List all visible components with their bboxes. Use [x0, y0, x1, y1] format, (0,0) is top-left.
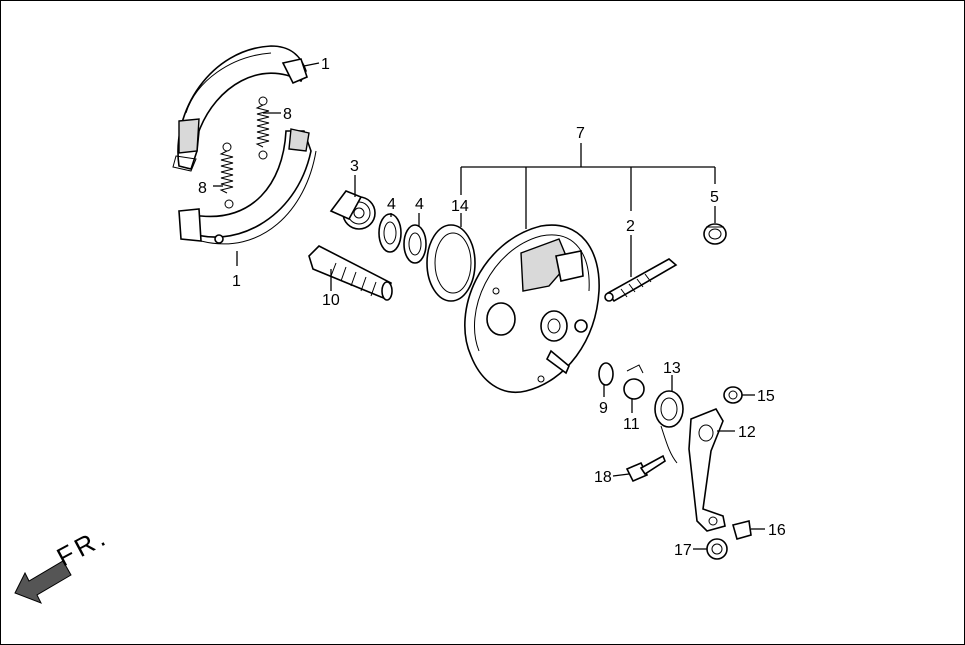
- callout-labels: 1 8 8 1 3 4 4 14 10 7 2 5 9 11 13 15 12 …: [198, 56, 786, 559]
- callout-15: 15: [757, 388, 775, 405]
- arm-bolt: [625, 454, 666, 483]
- brake-shoe-top: [172, 45, 308, 172]
- grommet-nut: [703, 223, 727, 245]
- front-direction-indicator: FR.: [14, 521, 114, 604]
- adjusting-nut: [706, 538, 728, 560]
- callout-7: 7: [576, 125, 585, 142]
- callout-13: 13: [663, 360, 681, 377]
- brake-panel: [464, 224, 600, 394]
- callout-4a: 4: [387, 196, 396, 213]
- callout-2: 2: [626, 218, 635, 235]
- callout-1-top: 1: [321, 56, 330, 73]
- brake-shoe-bottom: [178, 128, 317, 245]
- front-arrow-icon: [14, 560, 72, 604]
- callout-3: 3: [350, 158, 359, 175]
- callout-17: 17: [674, 542, 692, 559]
- callout-10: 10: [322, 292, 340, 309]
- spring-left: [219, 142, 234, 209]
- callout-9: 9: [599, 400, 608, 417]
- gear-part: [329, 190, 376, 230]
- leader-lines: [213, 62, 765, 550]
- indicator-cable: [604, 258, 678, 303]
- o-ring: [598, 362, 614, 386]
- dust-seal: [426, 224, 476, 302]
- brake-arm: [688, 408, 726, 532]
- callout-1-bottom: 1: [232, 273, 241, 290]
- front-label: FR.: [52, 521, 114, 573]
- lever-nut: [723, 386, 743, 404]
- callout-14: 14: [451, 198, 469, 215]
- callout-11: 11: [623, 416, 640, 433]
- wear-indicator: [623, 364, 645, 400]
- joint-piece: [732, 520, 752, 540]
- callout-8-right: 8: [283, 106, 292, 123]
- spring-right: [255, 96, 270, 160]
- callout-8-left: 8: [198, 180, 207, 197]
- callout-4b: 4: [415, 196, 424, 213]
- callout-16: 16: [768, 522, 786, 539]
- callout-5: 5: [710, 189, 719, 206]
- cam-shaft: [308, 245, 393, 301]
- callout-12: 12: [738, 424, 756, 441]
- return-spring: [654, 390, 684, 464]
- washer-1: [378, 213, 402, 253]
- callout-18: 18: [594, 469, 612, 486]
- washer-2: [403, 224, 427, 264]
